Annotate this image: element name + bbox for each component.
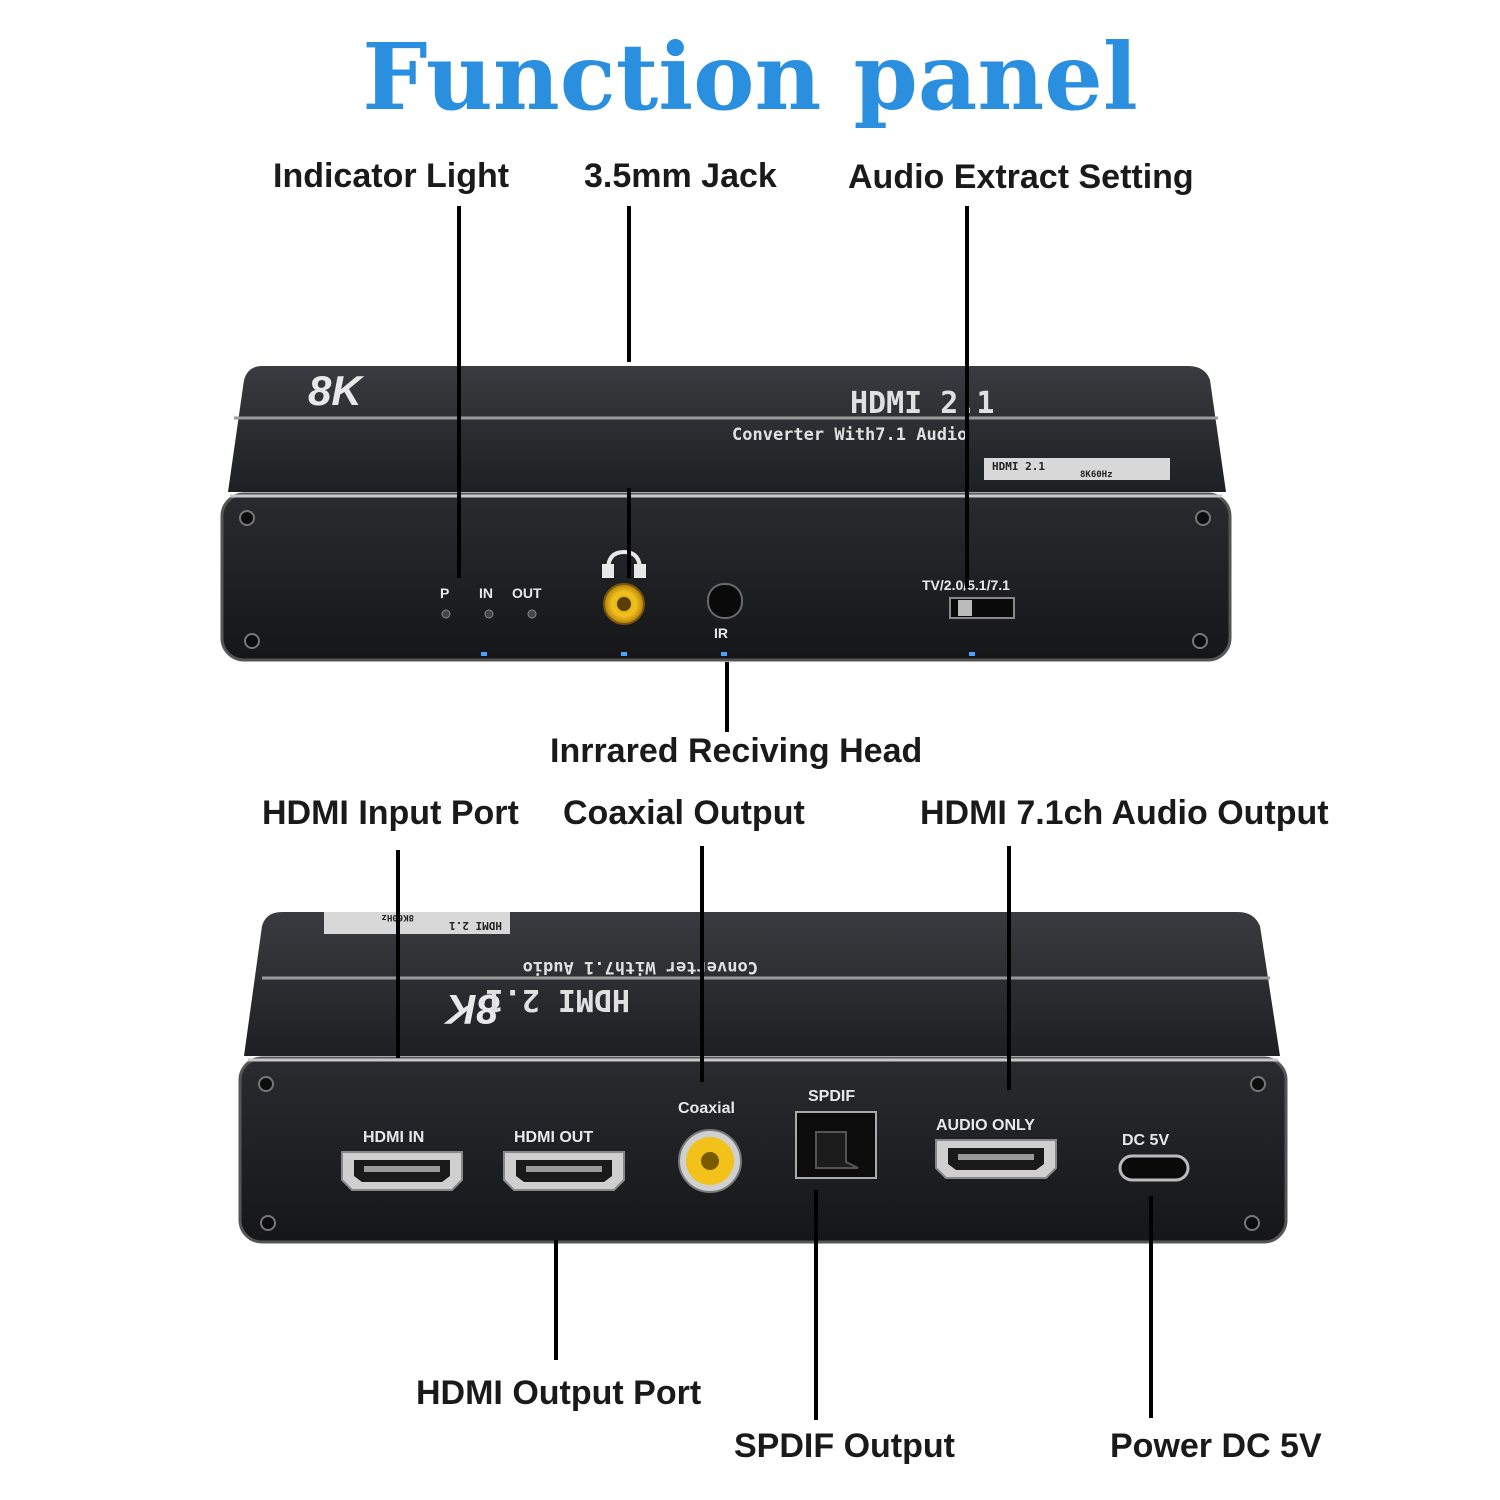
audio-only-label: AUDIO ONLY bbox=[936, 1117, 1035, 1134]
spdif-label: SPDIF bbox=[808, 1088, 855, 1105]
dc5v-label: DC 5V bbox=[1122, 1132, 1169, 1149]
callout-power-dc5v: Power DC 5V bbox=[1110, 1427, 1322, 1465]
audio-jack-hole bbox=[617, 597, 631, 611]
callout-hdmi-71-audio-output: HDMI 7.1ch Audio Output bbox=[920, 794, 1329, 832]
front-device: 8K HDMI 2.1 Converter With7.1 Audio HDMI… bbox=[220, 366, 1232, 662]
callout-hdmi-input-port: HDMI Input Port bbox=[262, 794, 519, 832]
callout-coaxial-output: Coaxial Output bbox=[563, 794, 805, 832]
headphone-icon bbox=[602, 549, 646, 578]
front-screws bbox=[239, 510, 1211, 649]
coaxial-label: Coaxial bbox=[678, 1100, 735, 1117]
hdmi-out-label: HDMI OUT bbox=[514, 1129, 593, 1146]
hdmi-in-label: HDMI IN bbox=[363, 1129, 424, 1146]
callout-indicator-light: Indicator Light bbox=[273, 157, 510, 195]
rear-screws bbox=[258, 1076, 1266, 1231]
led-label-in: IN bbox=[479, 585, 493, 601]
screw-icon bbox=[244, 633, 260, 649]
screw-icon bbox=[1250, 1076, 1266, 1092]
hdmi-out-port-icon[interactable] bbox=[503, 1151, 625, 1191]
screw-icon bbox=[1195, 510, 1211, 526]
rear-logo-line1: HDMI 2.1 bbox=[449, 919, 502, 932]
page-title: Function panel bbox=[362, 23, 1138, 131]
hdmi-in-port-icon[interactable] bbox=[341, 1151, 463, 1191]
callout-audio-extract-setting: Audio Extract Setting bbox=[848, 158, 1194, 196]
callout-infrared-head: Inrrared Reciving Head bbox=[550, 732, 923, 770]
dc5v-usbc-port-icon[interactable] bbox=[1118, 1154, 1190, 1182]
rear-hdmi-logo bbox=[324, 912, 510, 934]
front-logo-line1: HDMI 2.1 bbox=[992, 460, 1045, 473]
callout-spdif-output: SPDIF Output bbox=[734, 1427, 955, 1465]
ir-label: IR bbox=[714, 625, 728, 641]
ir-receiver-icon bbox=[707, 583, 743, 619]
front-status-led-strip bbox=[481, 652, 975, 656]
front-hdmi-logo bbox=[984, 458, 1170, 480]
front-top-surface bbox=[228, 366, 1226, 492]
rear-brand-badge: 8K bbox=[444, 986, 500, 1033]
screw-icon bbox=[239, 510, 255, 526]
coaxial-port-icon[interactable] bbox=[678, 1129, 742, 1193]
led-p-icon bbox=[441, 609, 451, 619]
callout-35mm-jack: 3.5mm Jack bbox=[584, 157, 777, 195]
screw-icon bbox=[1244, 1215, 1260, 1231]
leader-lines bbox=[396, 206, 1153, 1420]
screw-icon bbox=[258, 1076, 274, 1092]
led-in-icon bbox=[484, 609, 494, 619]
led-out-icon bbox=[527, 609, 537, 619]
rear-model-text: HDMI 2.1 bbox=[486, 982, 631, 1017]
rear-face bbox=[238, 1056, 1288, 1244]
front-brand-badge: 8K bbox=[308, 367, 364, 414]
led-label-out: OUT bbox=[512, 585, 542, 601]
front-subtitle-text: Converter With7.1 Audio bbox=[732, 425, 967, 445]
screw-icon bbox=[260, 1215, 276, 1231]
front-logo-line2: 8K60Hz bbox=[1080, 470, 1113, 480]
switch-knob bbox=[958, 600, 972, 616]
rear-top-surface bbox=[244, 912, 1280, 1056]
spdif-port-icon[interactable] bbox=[795, 1111, 877, 1179]
screw-icon bbox=[1192, 633, 1208, 649]
rear-device: 8K HDMI 2.1 Converter With7.1 Audio HDMI… bbox=[238, 912, 1288, 1244]
hdmi-audio-only-port-icon[interactable] bbox=[935, 1139, 1057, 1179]
callout-hdmi-output-port: HDMI Output Port bbox=[416, 1374, 702, 1412]
rear-subtitle-text: Converter With7.1 Audio bbox=[523, 957, 758, 977]
front-model-text: HDMI 2.1 bbox=[850, 386, 995, 421]
led-label-p: P bbox=[440, 585, 449, 601]
